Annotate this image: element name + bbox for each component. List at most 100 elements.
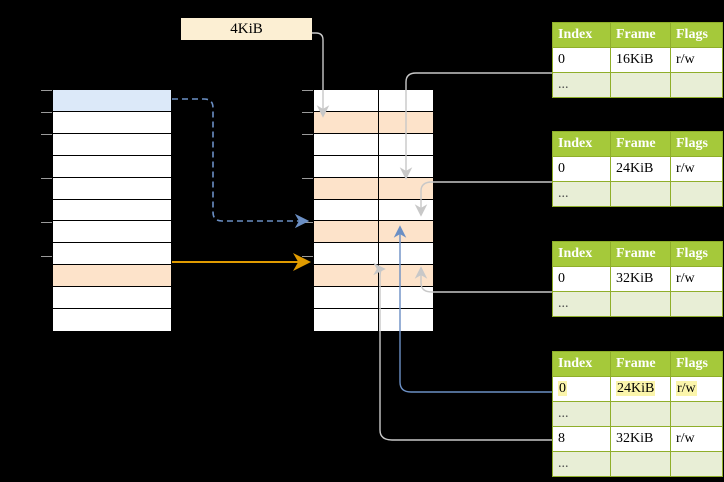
- cell-index: 8: [552, 426, 611, 452]
- cell-index: 0: [552, 156, 611, 182]
- column-header-index: Index: [552, 131, 611, 157]
- virtual-address-space-column: [52, 89, 172, 332]
- scale-tick: [41, 222, 52, 223]
- virtual-page-row[interactable]: [53, 243, 171, 266]
- physical-frame-row[interactable]: [314, 287, 433, 310]
- cell-frame: 32KiB: [610, 266, 671, 292]
- cell-frame: [610, 401, 671, 427]
- cell-frame: [610, 291, 671, 317]
- cell-index: ...: [552, 401, 611, 427]
- cell-flags: r/w: [670, 426, 723, 452]
- column-header-flags: Flags: [670, 22, 723, 48]
- cell-index: ...: [552, 72, 611, 98]
- scale-tick: [302, 178, 313, 179]
- virtual-page-row[interactable]: [53, 111, 171, 134]
- highlighted-value: r/w: [676, 381, 697, 396]
- column-header-flags: Flags: [670, 131, 723, 157]
- page-table-row[interactable]: 0 24KiB r/w: [552, 376, 723, 402]
- cell-index: ...: [552, 181, 611, 207]
- column-header-frame: Frame: [610, 22, 671, 48]
- cell-flags: [670, 291, 723, 317]
- column-header-frame: Frame: [610, 351, 671, 377]
- cell-frame: 24KiB: [610, 156, 671, 182]
- scale-tick: [41, 90, 52, 91]
- column-header-index: Index: [552, 241, 611, 267]
- virtual-page-row[interactable]: [53, 309, 171, 331]
- page-table-ellipsis-row[interactable]: ...: [552, 401, 723, 427]
- column-header-index: Index: [552, 22, 611, 48]
- column-header-flags: Flags: [670, 351, 723, 377]
- scale-tick: [302, 222, 313, 223]
- physical-frame-row[interactable]: [314, 309, 433, 331]
- cell-index: ...: [552, 291, 611, 317]
- cell-flags: r/w: [670, 376, 723, 402]
- physical-memory-column: [313, 89, 434, 332]
- column-header-flags: Flags: [670, 241, 723, 267]
- scale-tick: [41, 112, 52, 113]
- page-table-ellipsis-row[interactable]: ...: [552, 72, 723, 98]
- physical-frame-row[interactable]: [314, 265, 433, 288]
- scale-tick: [41, 134, 52, 135]
- scale-tick: [302, 112, 313, 113]
- cell-frame: [610, 451, 671, 477]
- column-header-frame: Frame: [610, 241, 671, 267]
- scale-tick: [41, 256, 52, 257]
- page-table-ellipsis-row[interactable]: ...: [552, 181, 723, 207]
- virtual-page-row[interactable]: [53, 265, 171, 288]
- virtual-page-row[interactable]: [53, 155, 171, 178]
- cell-flags: [670, 181, 723, 207]
- cell-flags: r/w: [670, 47, 723, 73]
- virtual-page-row[interactable]: [53, 199, 171, 222]
- cell-frame: [610, 181, 671, 207]
- page-table-ellipsis-row[interactable]: ...: [552, 291, 723, 317]
- cell-index: ...: [552, 451, 611, 477]
- physical-frame-row[interactable]: [314, 111, 433, 134]
- cell-flags: r/w: [670, 266, 723, 292]
- column-divider: [378, 90, 379, 331]
- cell-flags: r/w: [670, 156, 723, 182]
- cell-index: 0: [552, 47, 611, 73]
- physical-frame-row[interactable]: [314, 133, 433, 156]
- virtual-page-row[interactable]: [53, 221, 171, 244]
- cell-index: 0: [552, 266, 611, 292]
- virtual-page-row[interactable]: [53, 133, 171, 156]
- cell-index: 0: [552, 376, 611, 402]
- highlighted-value: 24KiB: [616, 381, 656, 396]
- physical-frame-row[interactable]: [314, 221, 433, 244]
- virtual-page-row[interactable]: [53, 90, 171, 112]
- cell-frame: 32KiB: [610, 426, 671, 452]
- cell-flags: [670, 401, 723, 427]
- physical-frame-row[interactable]: [314, 243, 433, 266]
- physical-frame-row[interactable]: [314, 199, 433, 222]
- scale-tick: [302, 134, 313, 135]
- cell-frame: 16KiB: [610, 47, 671, 73]
- page-table-ellipsis-row[interactable]: ...: [552, 451, 723, 477]
- size-label-4kib: 4KiB: [181, 18, 312, 40]
- physical-frame-row[interactable]: [314, 90, 433, 112]
- virtual-page-row[interactable]: [53, 287, 171, 310]
- column-header-frame: Frame: [610, 131, 671, 157]
- cell-frame: 24KiB: [610, 376, 671, 402]
- column-header-index: Index: [552, 351, 611, 377]
- scale-tick: [302, 90, 313, 91]
- virtual-page-row[interactable]: [53, 177, 171, 200]
- physical-frame-row[interactable]: [314, 155, 433, 178]
- scale-tick: [302, 256, 313, 257]
- scale-tick: [41, 178, 52, 179]
- physical-frame-row[interactable]: [314, 177, 433, 200]
- cell-frame: [610, 72, 671, 98]
- cell-flags: [670, 72, 723, 98]
- highlighted-value: 0: [558, 381, 567, 396]
